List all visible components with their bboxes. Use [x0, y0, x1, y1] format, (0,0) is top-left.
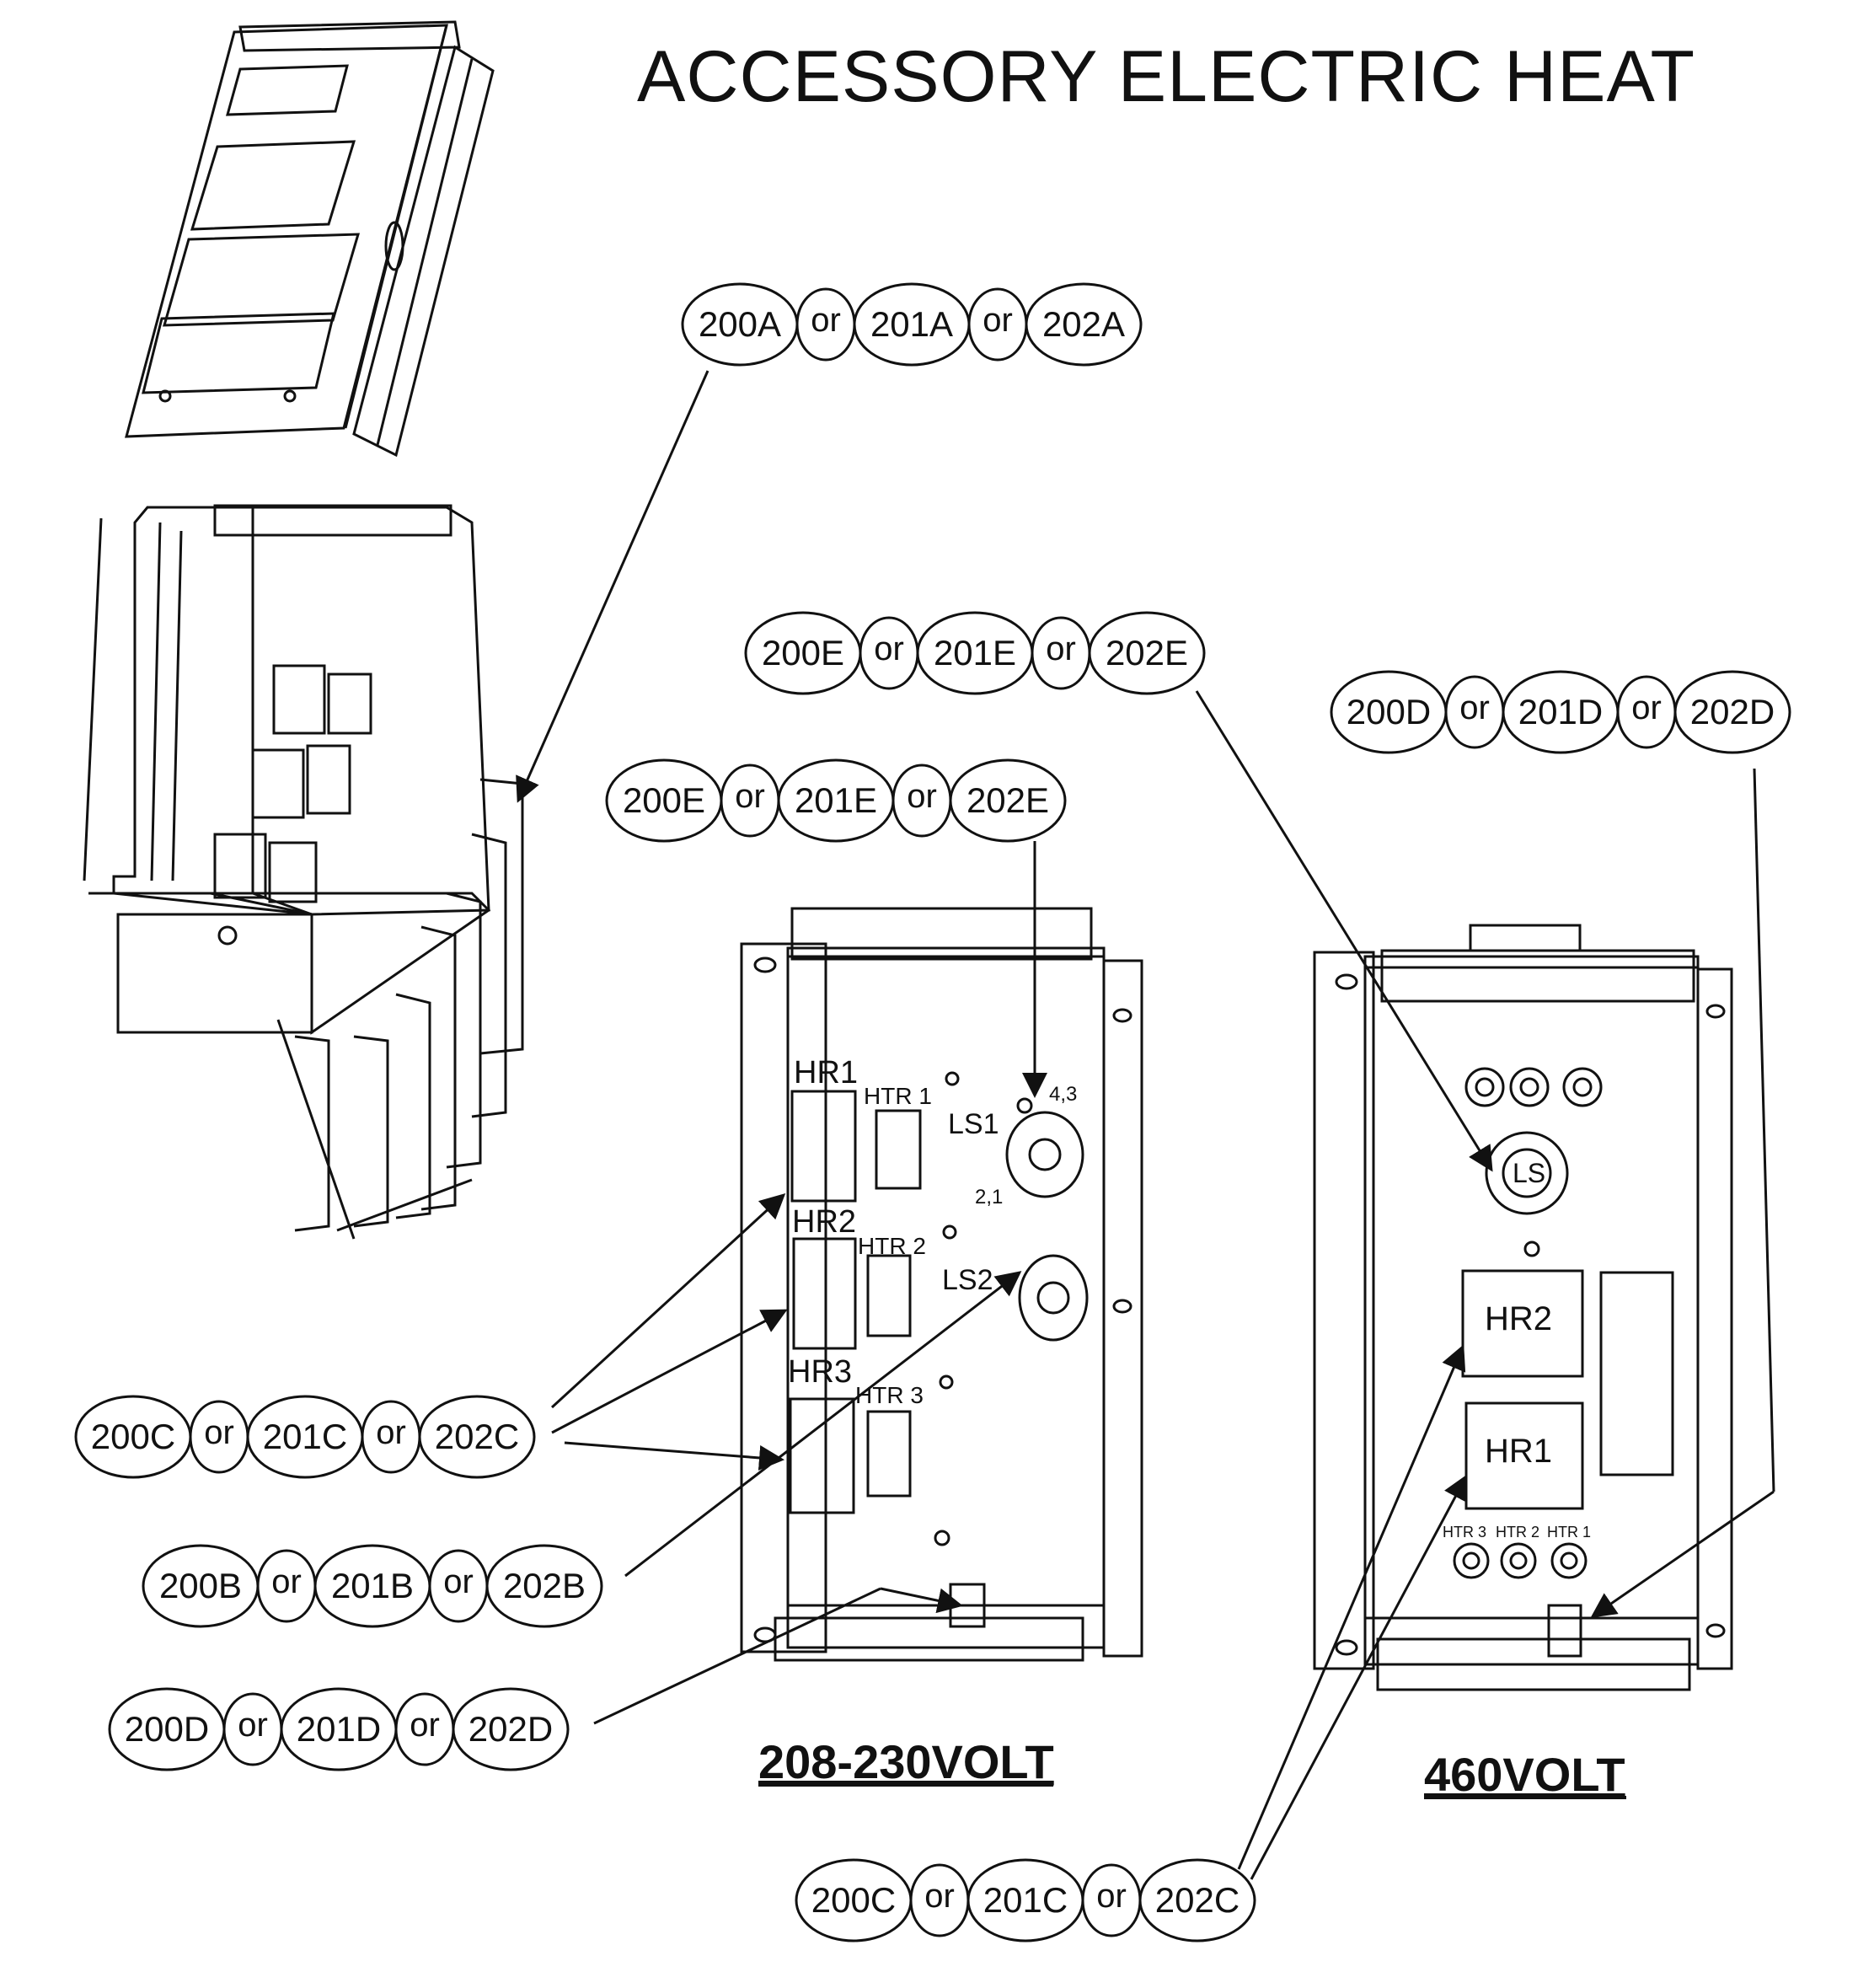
- htr1-label: HTR 1: [864, 1083, 932, 1109]
- callout-bubble: [949, 758, 1067, 843]
- callout-bubble: [1138, 1858, 1256, 1942]
- htr2-460-label: HTR 2: [1496, 1524, 1539, 1541]
- callout-code: 201D: [297, 1709, 381, 1749]
- or-label: or: [907, 778, 937, 815]
- callout-code: 201C: [983, 1880, 1068, 1920]
- callout-a: 200A or 201A or 202A: [681, 282, 1143, 367]
- htr3-460-label: HTR 3: [1443, 1524, 1486, 1541]
- callout-bubble: [418, 1395, 536, 1479]
- callout-code: 201E: [934, 633, 1016, 672]
- callout-d-right: 200D or 201D or 202D: [1330, 670, 1791, 754]
- heater-box-assembly: [83, 504, 491, 1035]
- htr2-label: HTR 2: [858, 1233, 926, 1259]
- callout-b-left: 200B or 201B or 202B: [142, 1544, 603, 1628]
- callout-code: 200E: [762, 633, 844, 672]
- callout-code: 200D: [1347, 692, 1431, 731]
- callout-code: 201D: [1518, 692, 1603, 731]
- heating-elements: [276, 778, 524, 1240]
- callout-code: 202A: [1042, 304, 1125, 344]
- panel-208-caption: 208-230VOLT: [758, 1735, 1054, 1788]
- panel-208-labels: HR1 HR2 HR3 HTR 1 HTR 2 HTR 3 LS1 LS2 4,…: [758, 1055, 1077, 1788]
- or-label: or: [443, 1563, 474, 1600]
- hr1-460-label: HR1: [1485, 1433, 1552, 1470]
- callout-e-mid: 200E or 201E or 202E: [605, 758, 1067, 843]
- panel-460-labels: LS HR2 HR1 HTR 3 HTR 2 HTR 1 460VOLT: [1424, 1158, 1626, 1801]
- htr1-460-label: HTR 1: [1547, 1524, 1591, 1541]
- callout-code: 202E: [966, 780, 1049, 820]
- leader-lines: [516, 370, 1775, 1880]
- diagram-title: ACCESSORY ELECTRIC HEAT: [637, 36, 1695, 117]
- or-label: or: [1631, 689, 1662, 726]
- callout-code: 202B: [503, 1566, 586, 1605]
- hr3-label: HR3: [788, 1354, 852, 1390]
- or-label: or: [874, 630, 904, 667]
- callout-code: 200D: [125, 1709, 209, 1749]
- callout-d-left: 200D or 201D or 202D: [108, 1687, 570, 1771]
- callout-code: 200C: [91, 1417, 175, 1456]
- callout-code: 201E: [795, 780, 877, 820]
- callout-code: 200B: [159, 1566, 242, 1605]
- callout-bubble: [485, 1544, 603, 1628]
- ls-label: LS: [1513, 1158, 1545, 1188]
- ls1-label: LS1: [948, 1108, 999, 1140]
- ls2-label: LS2: [942, 1264, 993, 1296]
- callout-c-bottom: 200C or 201C or 202C: [795, 1858, 1256, 1942]
- callout-bubble: [1673, 670, 1791, 754]
- callout-code: 200C: [811, 1880, 896, 1920]
- or-label: or: [924, 1878, 955, 1915]
- or-label: or: [204, 1414, 234, 1451]
- callout-code: 202E: [1106, 633, 1188, 672]
- callout-code: 202D: [1690, 692, 1775, 731]
- or-label: or: [811, 302, 841, 339]
- callout-bubble: [452, 1687, 570, 1771]
- callout-code: 202C: [1155, 1880, 1240, 1920]
- or-label: or: [1096, 1878, 1127, 1915]
- or-label: or: [1459, 689, 1490, 726]
- callout-code: 201A: [870, 304, 953, 344]
- callout-code: 200E: [623, 780, 705, 820]
- callout-bubble: [1088, 611, 1206, 695]
- callout-code: 202D: [468, 1709, 553, 1749]
- callout-e-top: 200E or 201E or 202E: [744, 611, 1206, 695]
- callout-code: 200A: [699, 304, 781, 344]
- or-label: or: [983, 302, 1013, 339]
- panel-460: [1313, 924, 1733, 1691]
- or-label: or: [1046, 630, 1076, 667]
- or-label: or: [735, 778, 765, 815]
- htr3-label: HTR 3: [855, 1382, 924, 1408]
- callout-bubble: [1025, 282, 1143, 367]
- or-label: or: [376, 1414, 406, 1451]
- or-label: or: [238, 1707, 268, 1744]
- heater-cover-assembly: [125, 20, 495, 458]
- callout-code: 201C: [263, 1417, 347, 1456]
- callout-c-left: 200C or 201C or 202C: [74, 1395, 536, 1479]
- or-label: or: [410, 1707, 440, 1744]
- callout-code: 202C: [435, 1417, 519, 1456]
- hr1-label: HR1: [794, 1055, 858, 1090]
- panel-460-caption: 460VOLT: [1424, 1748, 1625, 1801]
- hr2-label: HR2: [792, 1204, 856, 1240]
- or-label: or: [271, 1563, 302, 1600]
- terminal-21-label: 2,1: [975, 1186, 1003, 1208]
- hr2-460-label: HR2: [1485, 1300, 1552, 1337]
- callout-code: 201B: [331, 1566, 414, 1605]
- terminal-43-label: 4,3: [1049, 1083, 1077, 1106]
